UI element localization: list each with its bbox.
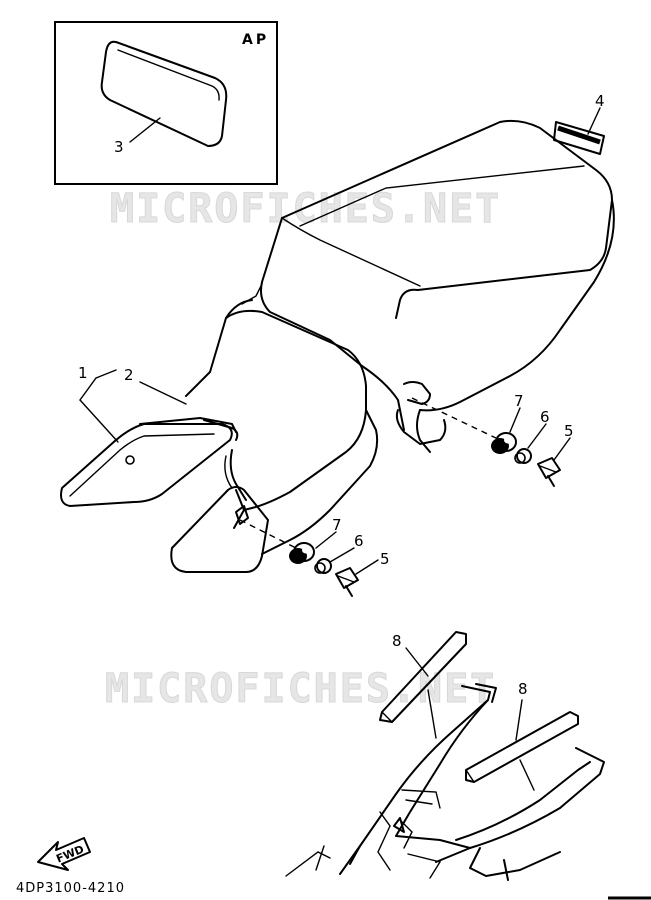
callout-5a: 5: [564, 422, 574, 440]
leader-7a: [509, 407, 521, 433]
leader-8b-2: [519, 759, 535, 791]
reference-code: 4DP3100-4210: [16, 881, 125, 896]
leader-6b: [329, 547, 355, 563]
leader-6a: [527, 423, 547, 449]
callout-4: 4: [595, 92, 605, 110]
bolt-lower[interactable]: [335, 567, 359, 597]
callout-6a: 6: [540, 408, 550, 426]
callout-5b: 5: [380, 550, 390, 568]
leader-1a: [79, 377, 97, 401]
callout-6b: 6: [354, 532, 364, 550]
emblem-label[interactable]: [553, 121, 605, 155]
fwd-arrow-icon: FWD: [37, 837, 91, 871]
bolt-upper[interactable]: [537, 457, 561, 487]
leader-1b: [79, 399, 119, 443]
callout-1: 1: [78, 364, 88, 382]
callout-7b: 7: [332, 516, 342, 534]
inset-label: AP: [242, 32, 269, 48]
side-cover-assembly[interactable]: [60, 417, 269, 573]
frame-damper-lower[interactable]: [465, 711, 579, 783]
seat-assembly[interactable]: [185, 119, 615, 555]
axis-upper: [411, 397, 497, 439]
leader-3: [129, 117, 161, 143]
leader-5b: [355, 559, 379, 575]
leader-4: [587, 107, 601, 135]
callout-8a: 8: [392, 632, 402, 650]
collar-lower[interactable]: [314, 558, 332, 574]
inset-box: AP 3: [54, 21, 278, 185]
leader-8b: [515, 699, 523, 741]
leader-2: [139, 381, 187, 405]
leader-8a: [405, 647, 429, 677]
fwd-label: FWD: [54, 843, 86, 866]
callout-2: 2: [124, 366, 134, 384]
watermark-top: MICROFICHES.NET: [110, 186, 501, 232]
leader-7b: [315, 531, 337, 549]
damper-upper[interactable]: [491, 432, 517, 454]
callout-3: 3: [114, 138, 124, 156]
leader-5a: [553, 437, 571, 461]
leader-8a-2: [427, 689, 437, 739]
collar-upper[interactable]: [514, 448, 532, 464]
seat-cowl-pad[interactable]: [100, 40, 228, 147]
frame-section: [285, 683, 605, 881]
leader-1c: [95, 369, 117, 379]
callout-8b: 8: [518, 680, 528, 698]
watermark-bottom: MICROFICHES.NET: [105, 666, 496, 712]
damper-lower[interactable]: [289, 542, 315, 564]
frame-damper-upper[interactable]: [379, 631, 467, 723]
callout-7a: 7: [514, 392, 524, 410]
